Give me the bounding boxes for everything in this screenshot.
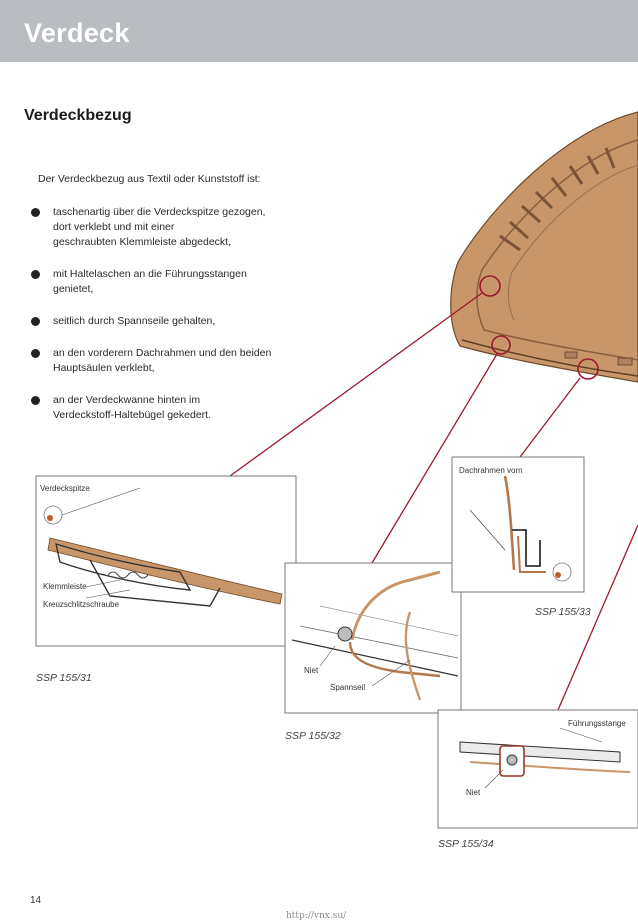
figure-caption: SSP 155/31 bbox=[36, 672, 92, 684]
bullet-text: seitlich durch Spannseile gehalten, bbox=[53, 315, 216, 327]
figure-31 bbox=[35, 475, 297, 647]
figure-34 bbox=[437, 709, 638, 829]
figure-label: Spannseil bbox=[330, 683, 366, 692]
callout-circle bbox=[577, 358, 599, 380]
page-number: 14 bbox=[30, 895, 42, 906]
callout-circle bbox=[491, 335, 511, 355]
bullet-text: an den vorderern Dachrahmen und den beid… bbox=[53, 347, 272, 374]
figure-32 bbox=[284, 562, 462, 714]
list-item: an den vorderern Dachrahmen und den beid… bbox=[28, 346, 318, 376]
bullet-icon bbox=[31, 208, 40, 217]
page-title: Verdeck bbox=[24, 18, 130, 48]
figure-label: Niet bbox=[466, 788, 481, 797]
section-title: Verdeckbezug bbox=[24, 107, 132, 124]
bullet-icon bbox=[31, 349, 40, 358]
figure-label: Niet bbox=[304, 666, 319, 675]
bullet-text: taschenartig über die Verdeckspitze gezo… bbox=[53, 206, 266, 248]
bullet-list: taschenartig über die Verdeckspitze gezo… bbox=[28, 205, 318, 440]
callout-circle bbox=[479, 275, 501, 297]
figure-caption: SSP 155/32 bbox=[285, 730, 341, 742]
roof-illustration bbox=[450, 111, 638, 383]
list-item: mit Haltelaschen an die Führungsstangen … bbox=[28, 267, 318, 297]
figure-caption: SSP 155/33 bbox=[535, 606, 591, 618]
leader-line bbox=[519, 377, 581, 458]
figure-label: Führungsstange bbox=[568, 719, 626, 728]
bullet-icon bbox=[31, 396, 40, 405]
bullet-icon bbox=[31, 317, 40, 326]
figure-label: Kreuzschlitzschraube bbox=[43, 600, 120, 609]
figure-caption: SSP 155/34 bbox=[438, 838, 494, 850]
page-header: Verdeck bbox=[0, 0, 638, 62]
list-item: taschenartig über die Verdeckspitze gezo… bbox=[28, 205, 318, 250]
figure-label: Dachrahmen vorn bbox=[459, 466, 523, 475]
bullet-text: an der Verdeckwanne hinten im Verdecksto… bbox=[53, 394, 211, 421]
figure-33 bbox=[451, 456, 585, 593]
bullet-text: mit Haltelaschen an die Führungsstangen … bbox=[53, 268, 247, 295]
leader-line bbox=[557, 524, 638, 711]
leader-line bbox=[229, 292, 483, 477]
list-item: an der Verdeckwanne hinten im Verdecksto… bbox=[28, 393, 318, 423]
footer-link[interactable]: http://vnx.su/ bbox=[286, 911, 347, 921]
figure-label: Klemmleiste bbox=[43, 582, 87, 591]
list-item: seitlich durch Spannseile gehalten, bbox=[28, 314, 318, 329]
intro-text: Der Verdeckbezug aus Textil oder Kunstst… bbox=[38, 173, 261, 185]
leader-line bbox=[371, 353, 498, 564]
bullet-icon bbox=[31, 270, 40, 279]
figure-label: Verdeckspitze bbox=[40, 484, 90, 493]
